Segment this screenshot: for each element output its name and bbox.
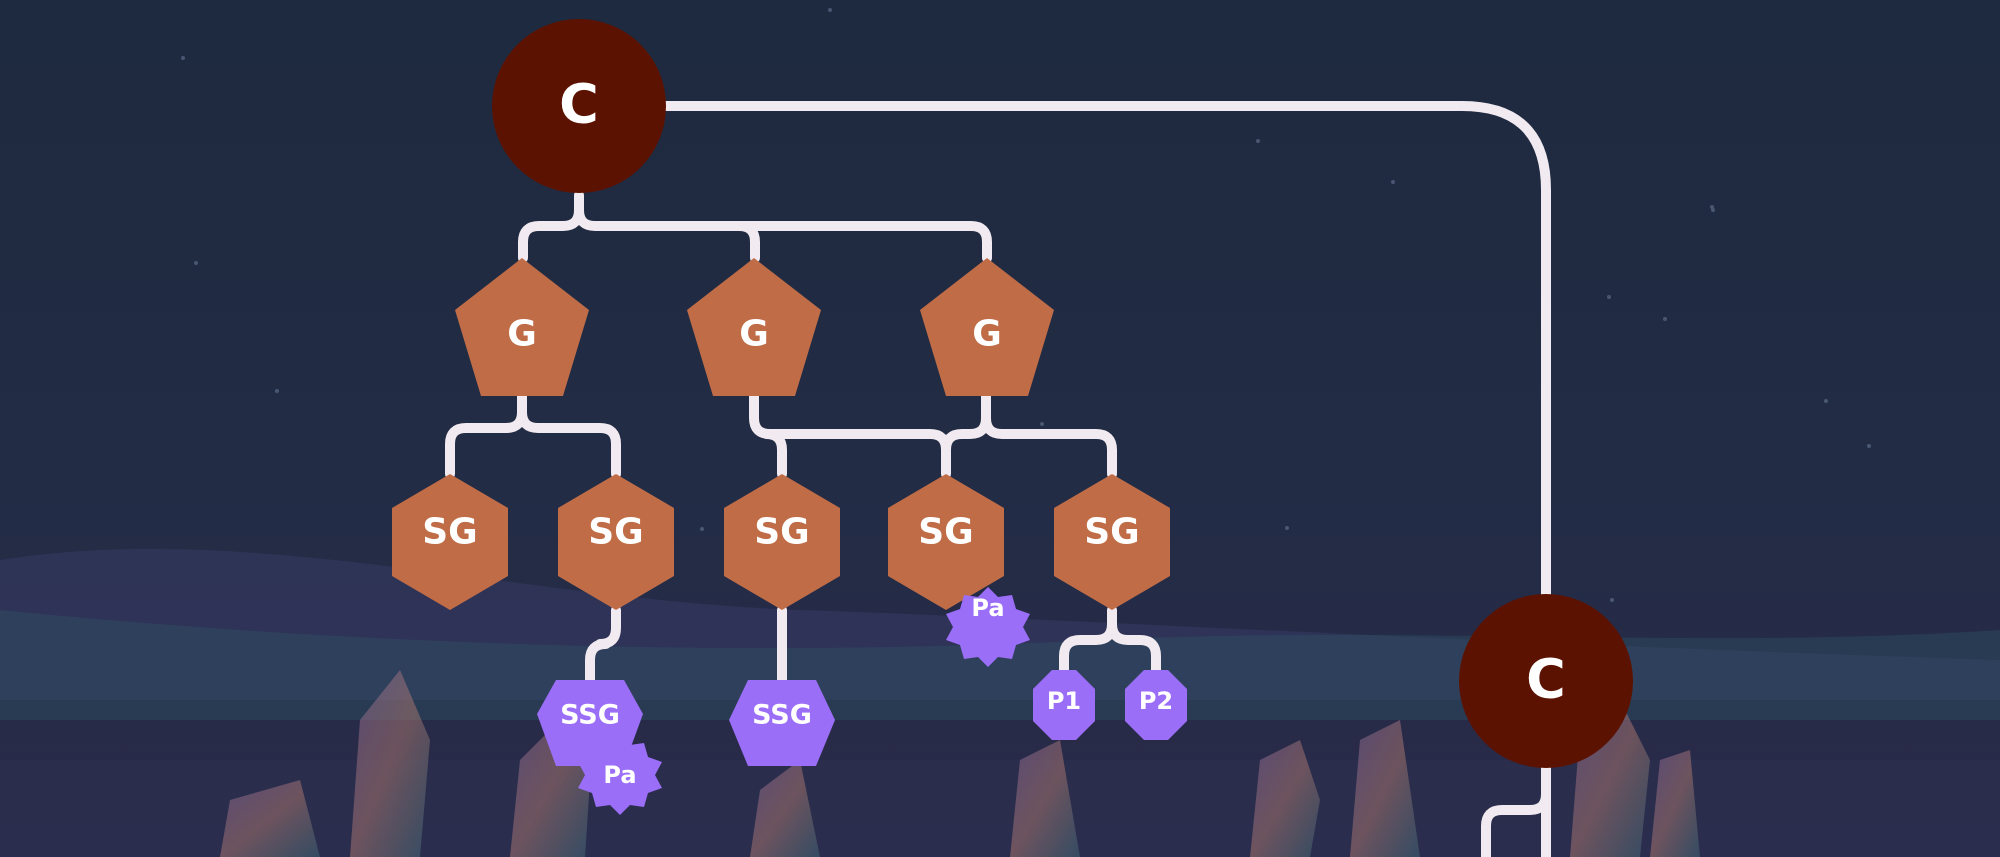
node-g1: G [455, 258, 589, 396]
connector-g3-sg5 [981, 413, 1117, 479]
node-p1-label: P1 [1047, 687, 1081, 715]
connector-lines [445, 101, 1551, 857]
node-pa1-label: Pa [971, 594, 1004, 622]
connector-c1-c2 [515, 101, 1551, 601]
node-ssg2-label: SSG [752, 700, 812, 731]
node-g1-label: G [507, 314, 537, 355]
node-p2: P2 [1125, 670, 1187, 740]
node-c2: C [1459, 594, 1633, 768]
node-g3-label: G [972, 314, 1002, 355]
connector-c1-g3 [734, 221, 992, 263]
node-p1: P1 [1033, 670, 1095, 740]
node-sg4: SG [888, 474, 1004, 610]
node-c1-label: C [559, 73, 599, 136]
node-sg1-label: SG [422, 512, 477, 553]
node-sg2-label: SG [588, 512, 643, 553]
node-sg5-label: SG [1084, 512, 1139, 553]
node-p2-label: P2 [1139, 687, 1173, 715]
node-sg3: SG [724, 474, 840, 610]
node-g2-label: G [739, 314, 769, 355]
connector-g1-sg2 [517, 407, 621, 479]
connector-sg5-p2 [1107, 619, 1161, 675]
node-g2: G [687, 258, 821, 396]
diagram-nodes: C C G G G SG SG SG [392, 19, 1633, 815]
node-c2-label: C [1526, 648, 1566, 711]
node-c1: C [492, 19, 666, 193]
node-sg2: SG [558, 474, 674, 610]
node-g3: G [920, 258, 1054, 396]
node-sg5: SG [1054, 474, 1170, 610]
node-sg1: SG [392, 474, 508, 610]
node-sg4-label: SG [918, 512, 973, 553]
connector-sg2-ssg1 [585, 605, 621, 685]
node-pa2: Pa [578, 735, 662, 815]
node-sg3-label: SG [754, 512, 809, 553]
node-pa1: Pa [946, 587, 1030, 667]
node-ssg2: SSG [729, 680, 835, 766]
node-ssg1-label: SSG [560, 700, 620, 731]
node-pa2-label: Pa [603, 761, 636, 789]
